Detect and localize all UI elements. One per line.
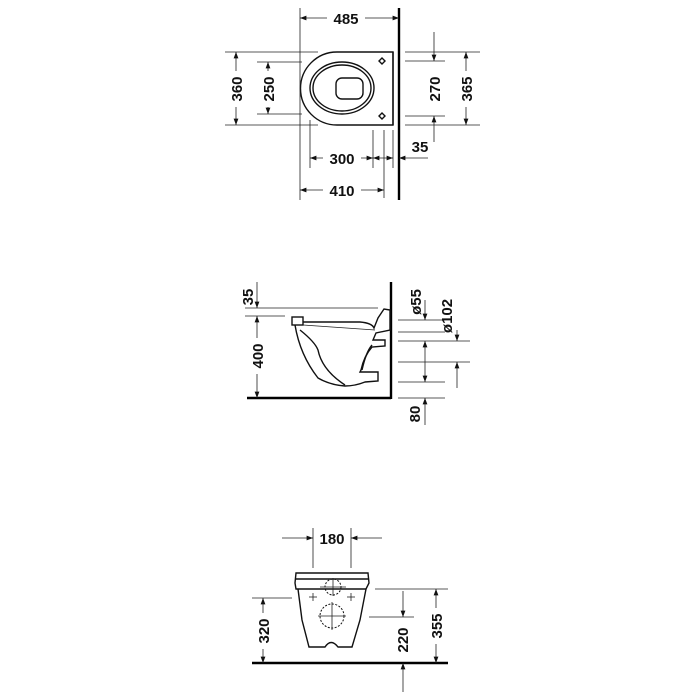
dim-35-top: 35 [412, 139, 429, 156]
dim-360: 360 [229, 76, 246, 101]
front-view: 180 320 220 355 [252, 528, 448, 692]
lid-outline [335, 77, 364, 100]
dim-270: 270 [427, 76, 444, 101]
dim-o55: ø55 [408, 289, 425, 315]
dim-320: 320 [256, 618, 273, 643]
dim-355: 355 [429, 613, 446, 638]
top-view: 485 360 250 270 365 300 35 410 [225, 8, 480, 200]
dim-485: 485 [333, 11, 358, 28]
dim-250: 250 [261, 76, 278, 101]
dim-35-side: 35 [240, 289, 257, 306]
seat-front [291, 316, 304, 326]
dim-80: 80 [407, 406, 424, 423]
dim-180: 180 [319, 531, 344, 548]
bowl-front-outline [297, 588, 367, 648]
fixing-points [378, 57, 386, 120]
bowl-outline [294, 308, 391, 387]
dim-365: 365 [459, 76, 476, 101]
dim-220: 220 [395, 627, 412, 652]
dim-o102: ø102 [439, 299, 456, 333]
toilet-outline-top [299, 51, 394, 126]
dim-400: 400 [250, 343, 267, 368]
dim-300: 300 [329, 151, 354, 168]
dim-410: 410 [329, 183, 354, 200]
side-view: 35 400 ø55 ø102 80 [240, 282, 470, 425]
seat-ring [309, 61, 375, 115]
